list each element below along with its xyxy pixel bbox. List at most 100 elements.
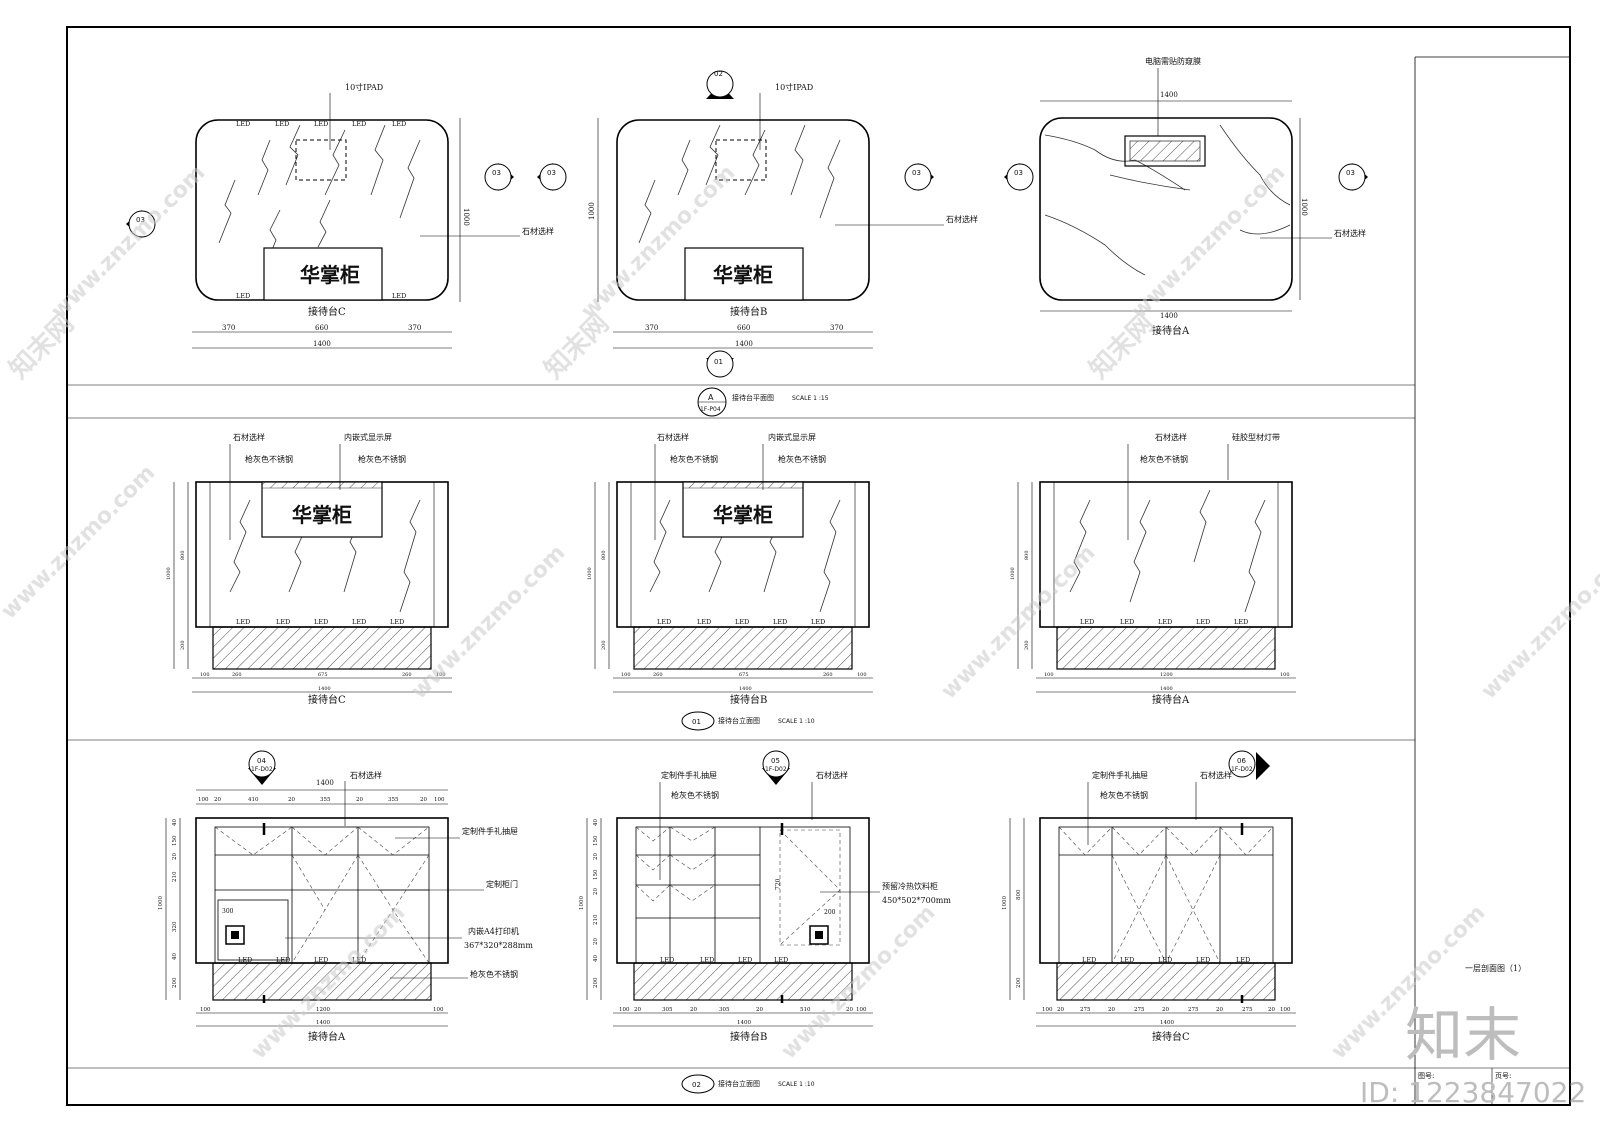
sec-a-top-dim: 100 (434, 797, 445, 803)
plan-views: 华掌柜 10寸IPAD 石材选样 接待台C 370 660 370 1400 1… (126, 56, 1368, 417)
plan-b-dim-3: 370 (830, 324, 843, 332)
led-label: LED (811, 618, 825, 626)
led-label: LED (276, 618, 290, 626)
title-block: 一层剖面图（1） 图号: 页号: (1418, 963, 1526, 1105)
led-label: LED (1082, 956, 1096, 964)
elev-c-dim: 260 (402, 672, 412, 678)
led-label: LED (236, 120, 250, 128)
marker-number: 03 (492, 169, 501, 177)
led-label: LED (1158, 618, 1172, 626)
led-label: LED (1234, 618, 1248, 626)
elev-title: 接待台立面图 (718, 716, 760, 725)
brand-logo: 知末 (1405, 1001, 1521, 1069)
plan-b-stone-label: 石材选样 (946, 214, 978, 224)
sec-c-label-1: 定制件手礼抽屉 (1092, 770, 1148, 780)
sec-a-top-dim: 20 (356, 797, 363, 803)
led-label: LED (700, 956, 714, 964)
watermark-site-cn: 知末网 (1084, 309, 1160, 385)
sec-a-top-dim: 20 (214, 797, 221, 803)
sec-c-bdim: 275 (1134, 1007, 1145, 1013)
sec-a-top-dim: 20 (420, 797, 427, 803)
sec-a-vdim: 20 (172, 853, 178, 860)
led-label: LED (773, 618, 787, 626)
marker-number: 04 (257, 757, 266, 765)
watermark-site-cn: 知末网 (539, 309, 615, 385)
sec-a-label-2: 定制件手礼抽屉 (462, 826, 518, 836)
watermark-site: www.znzmo.com (407, 540, 571, 704)
led-label: LED (735, 618, 749, 626)
elev-c-h1: 800 (180, 550, 186, 560)
elev-c-total: 1400 (318, 686, 331, 692)
led-label: LED (1196, 956, 1210, 964)
sec-b-bdim: 20 (756, 1007, 763, 1013)
marker-number: 03 (547, 169, 556, 177)
titleblock-field-2: 页号: (1495, 1072, 1511, 1080)
elevation-views: 华掌柜 石材选样 枪灰色不锈钢 内嵌式显示屏 枪灰色不锈钢 接待台C 100 2… (166, 432, 1296, 731)
section-marker: 03 (1338, 163, 1368, 191)
section-marker: 05 1F-D02 (762, 750, 790, 785)
sec-c-bdim: 275 (1080, 1007, 1091, 1013)
watermark-site: www.znzmo.com (0, 460, 160, 624)
drawing-name: 一层剖面图（1） (1465, 963, 1526, 973)
sec-c-label-3: 石材选样 (1200, 770, 1232, 780)
sec-a-vdim: 40 (172, 953, 178, 960)
section-marker-bottom: 01 (706, 350, 734, 378)
sec-b-bdim: 20 (634, 1007, 641, 1013)
sec-a-vdim: 40 (172, 819, 178, 826)
led-label: LED (1080, 618, 1094, 626)
elev-c-label-3: 内嵌式显示屏 (344, 432, 392, 442)
sec-b-label-4: 预留冷热饮料柜 (882, 881, 938, 891)
sec-a-top-total: 1400 (316, 779, 334, 787)
led-label: LED (660, 956, 674, 964)
elev-b-label-2: 枪灰色不锈钢 (670, 454, 718, 464)
plan-scale: SCALE 1 :15 (792, 395, 829, 402)
elev-b-name: 接待台B (730, 693, 767, 706)
sec-a-top-dim: 410 (248, 797, 259, 803)
sec-c-label-2: 枪灰色不锈钢 (1100, 790, 1148, 800)
section-marker: 06 1F-D02 (1228, 750, 1270, 780)
section-panel-b: 05 1F-D02 定制件手礼抽屉 枪灰色不锈钢 石材选样 预留冷热饮料柜 45… (579, 750, 951, 1043)
led-label: LED (1158, 956, 1172, 964)
led-label: LED (697, 618, 711, 626)
sec-a-label-4: 内嵌A4打印机 (468, 926, 519, 936)
led-label: LED (1236, 956, 1250, 964)
sec-a-label-5: 367*320*288mm (464, 941, 533, 950)
led-label: LED (236, 292, 250, 300)
brand-id: ID: 1223847022 (1360, 1076, 1586, 1109)
sec-a-top-dim: 355 (388, 797, 399, 803)
elev-b-dim: 675 (739, 672, 749, 678)
elev-b-dim: 100 (857, 672, 867, 678)
sec-b-label-1: 定制件手礼抽屉 (661, 770, 717, 780)
watermark-site: www.znzmo.com (1477, 540, 1600, 704)
sec-b-bdim: 100 (856, 1007, 867, 1013)
sec-a-vdim: 210 (172, 871, 178, 882)
marker-number: 03 (1014, 169, 1023, 177)
sec-b-label-5: 450*502*700mm (882, 896, 951, 905)
led-label: LED (352, 618, 366, 626)
led-label: LED (314, 956, 328, 964)
marker-number: 03 (912, 169, 921, 177)
elevation-title-block: 01 接待台立面图 SCALE 1 :10 (681, 711, 815, 731)
led-label: LED (276, 956, 290, 964)
plan-c-dim-2: 660 (315, 324, 328, 332)
marker-number: 01 (714, 358, 723, 366)
marker-number: 02 (714, 70, 723, 78)
sec-b-label-3: 石材选样 (816, 770, 848, 780)
led-label: LED (392, 120, 406, 128)
plan-b-logo: 华掌柜 (713, 263, 773, 287)
section-number: 02 (692, 1081, 701, 1089)
sec-a-vdim: 150 (172, 835, 178, 846)
marker-sub: 1F-D02 (1231, 766, 1253, 773)
sec-c-bdim: 275 (1242, 1007, 1253, 1013)
plan-a-width-top: 1400 (1160, 91, 1178, 99)
sec-c-bdim: 20 (1057, 1007, 1064, 1013)
led-label: LED (657, 618, 671, 626)
sec-b-vdim: 210 (593, 914, 599, 925)
sec-b-htotal: 1000 (579, 896, 585, 910)
section-panel-a: 04 1F-D02 1400 100 20 410 20 355 20 355 … (158, 750, 533, 1043)
elev-a-dim: 1200 (1160, 672, 1173, 678)
elev-b-h1: 800 (601, 550, 607, 560)
elev-c-label-1: 石材选样 (233, 432, 265, 442)
plan-symbol-bottom: 1F-P04 (700, 406, 721, 413)
